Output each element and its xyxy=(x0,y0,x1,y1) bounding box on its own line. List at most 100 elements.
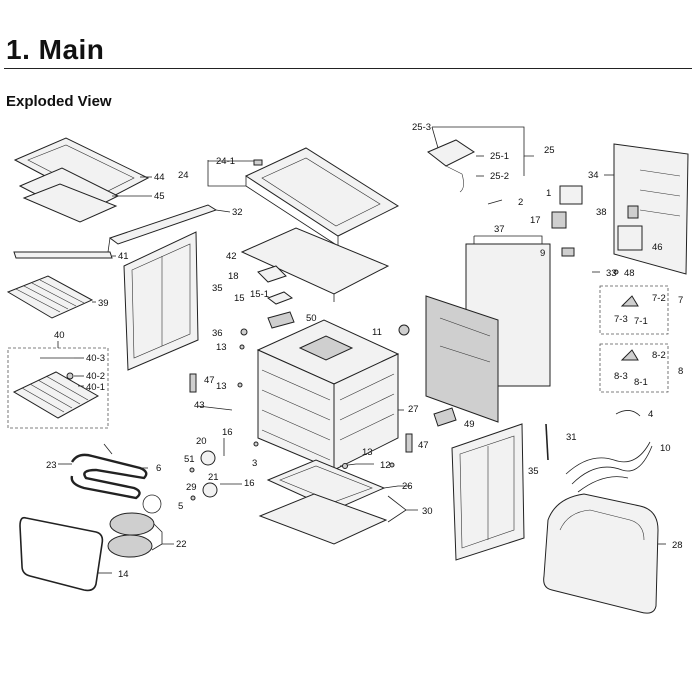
label-40-2: 40-2 xyxy=(86,371,105,382)
label-13-a: 13 xyxy=(216,342,227,353)
label-35-right: 35 xyxy=(528,466,539,477)
display-board-part xyxy=(559,185,583,205)
label-37: 37 xyxy=(494,224,505,235)
label-32: 32 xyxy=(232,207,243,218)
label-40: 40 xyxy=(54,330,65,341)
rod-part xyxy=(197,405,233,411)
section-title: Exploded View xyxy=(6,93,112,110)
label-3: 3 xyxy=(252,458,257,469)
label-40-3: 40-3 xyxy=(86,353,105,364)
trim-rail-part xyxy=(107,204,218,253)
top-panel-part xyxy=(240,227,390,302)
label-41: 41 xyxy=(118,251,129,262)
label-38: 38 xyxy=(596,207,607,218)
glide-rack-part xyxy=(12,357,100,419)
label-44: 44 xyxy=(154,172,165,183)
cooktop-frame-part xyxy=(244,147,400,247)
label-16-a: 16 xyxy=(222,427,233,438)
label-29: 29 xyxy=(186,482,197,493)
label-11: 11 xyxy=(372,327,382,338)
hinge-part xyxy=(405,433,413,453)
wire-part xyxy=(615,410,641,417)
label-23: 23 xyxy=(46,460,57,471)
lamp-cover-part xyxy=(107,512,155,558)
label-2: 2 xyxy=(518,197,523,208)
label-13-c: 13 xyxy=(362,447,373,458)
thermostat-group-box xyxy=(599,343,669,393)
screw-part xyxy=(613,269,619,275)
label-35-left: 35 xyxy=(212,283,223,294)
page-title: 1. Main xyxy=(6,34,105,65)
thermostat-part xyxy=(620,349,639,361)
label-7-2: 7-2 xyxy=(652,293,666,304)
label-36: 36 xyxy=(212,328,223,339)
label-9: 9 xyxy=(540,248,545,259)
oven-cavity-part xyxy=(256,319,400,471)
oven-rack-part xyxy=(6,275,94,319)
gasket-ring-part xyxy=(142,494,162,514)
screw-part xyxy=(253,441,259,447)
label-12: 12 xyxy=(380,460,391,471)
label-15-1: 15-1 xyxy=(250,289,269,300)
screw-part xyxy=(389,462,395,468)
label-31: 31 xyxy=(566,432,577,443)
sensor-part xyxy=(620,295,639,307)
door-panel-part xyxy=(123,231,199,371)
label-25-3: 25-3 xyxy=(412,122,431,133)
label-39: 39 xyxy=(98,298,109,309)
title-divider xyxy=(4,68,692,69)
fan-assembly-part xyxy=(189,438,242,501)
label-13-b: 13 xyxy=(216,381,227,392)
label-6: 6 xyxy=(156,463,161,474)
bottom-tray-part xyxy=(258,459,388,545)
screw-part xyxy=(342,463,348,469)
label-25-2: 25-2 xyxy=(490,171,509,182)
label-25: 25 xyxy=(544,145,555,156)
storage-drawer-part xyxy=(543,493,659,614)
door-panel-part xyxy=(451,423,525,561)
label-26: 26 xyxy=(402,481,413,492)
screw-part xyxy=(239,344,245,350)
label-16-b: 16 xyxy=(244,478,255,489)
label-45: 45 xyxy=(154,191,165,202)
label-15: 15 xyxy=(234,293,245,304)
label-20: 20 xyxy=(196,436,207,447)
label-33: 33 xyxy=(606,268,617,279)
label-1: 1 xyxy=(546,188,551,199)
wire-harness-part xyxy=(565,441,653,493)
label-46: 46 xyxy=(652,242,663,253)
cooktop-glass-part xyxy=(13,137,150,223)
door-gasket-part xyxy=(19,516,104,592)
label-5: 5 xyxy=(178,501,183,512)
label-7-1: 7-1 xyxy=(634,316,648,327)
label-17: 17 xyxy=(530,215,541,226)
keypad-part xyxy=(551,211,567,229)
label-7-3: 7-3 xyxy=(614,314,628,325)
screw-part xyxy=(240,328,248,336)
screw-part xyxy=(237,382,243,388)
label-22: 22 xyxy=(176,539,187,550)
label-21: 21 xyxy=(208,472,219,483)
label-49: 49 xyxy=(464,419,475,430)
control-panel-part xyxy=(427,139,475,193)
label-50: 50 xyxy=(306,313,317,324)
label-10: 10 xyxy=(660,443,671,454)
label-25-1: 25-1 xyxy=(490,151,509,162)
label-8: 8 xyxy=(678,366,683,377)
label-7: 7 xyxy=(678,295,683,306)
label-8-1: 8-1 xyxy=(634,377,648,388)
label-48: 48 xyxy=(624,268,635,279)
label-14: 14 xyxy=(118,569,129,580)
part-labels: 25-3 25 25-1 25-2 34 1 2 38 24-1 24 44 4… xyxy=(46,122,683,580)
label-42: 42 xyxy=(226,251,237,262)
label-4: 4 xyxy=(648,409,653,420)
label-27: 27 xyxy=(408,404,419,415)
label-8-3: 8-3 xyxy=(614,371,628,382)
label-51: 51 xyxy=(184,454,195,465)
sensor-group-box xyxy=(599,285,669,335)
heating-element-part xyxy=(70,443,148,500)
knob-part xyxy=(398,324,410,336)
bracket-part xyxy=(257,265,295,329)
label-24: 24 xyxy=(178,170,189,181)
